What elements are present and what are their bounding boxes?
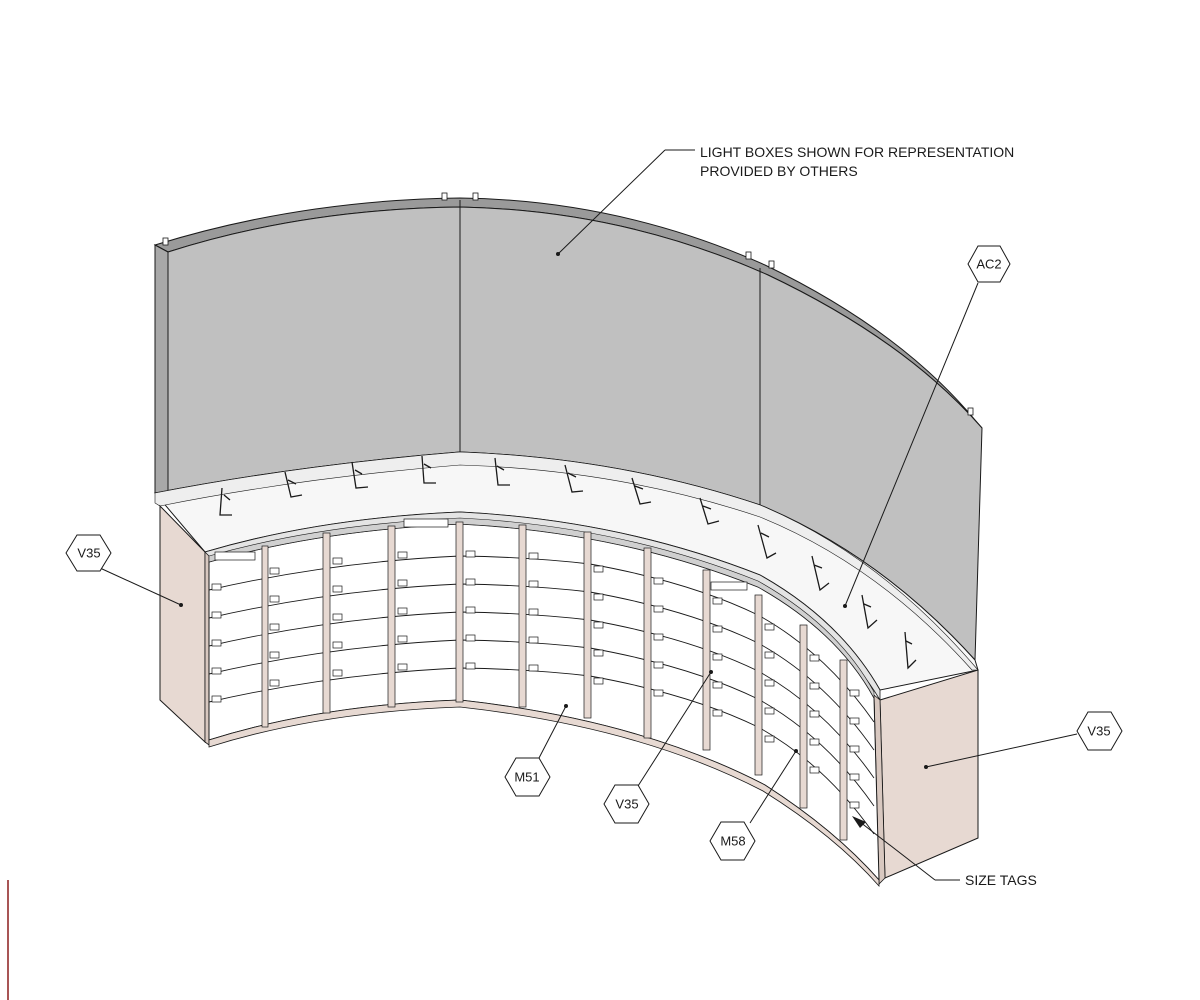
ac2-tag-hexagon	[967, 245, 1011, 283]
light-boxes-leader	[557, 149, 666, 255]
m51-leader	[538, 705, 567, 759]
countertop-back-edge	[154, 451, 979, 671]
size-tags-leader	[859, 821, 936, 881]
cubby-dividers	[261, 521, 848, 841]
v35-right-leader-dot	[924, 765, 928, 769]
divider	[702, 569, 711, 751]
m58-leader	[749, 750, 797, 824]
divider	[387, 525, 396, 708]
annotations: LIGHT BOXES SHOWN FOR REPRESENTATION PRO…	[65, 144, 1123, 888]
light-boxes-note-line1: LIGHT BOXES SHOWN FOR REPRESENTATION	[700, 144, 1014, 160]
coat-hooks	[219, 455, 917, 670]
hook-icon	[421, 455, 436, 484]
hook-icon	[861, 594, 878, 630]
m58-leader-dot	[794, 749, 798, 753]
size-tag-markers	[211, 550, 860, 809]
v35-right-leader	[925, 733, 1078, 768]
clip	[441, 192, 448, 201]
m51-leader-dot	[564, 704, 568, 708]
size-tags-note: SIZE TAGS	[965, 872, 1037, 888]
v35-right-tag-label: V35	[1087, 724, 1110, 739]
divider	[799, 624, 808, 809]
light-boxes-leader-dot	[556, 252, 560, 256]
ac2-leader-dot	[843, 604, 847, 608]
divider	[583, 531, 592, 719]
left-end-panel	[159, 504, 210, 746]
hook-icon	[757, 524, 777, 559]
hook-icon	[631, 477, 652, 505]
m51-tag-hexagon	[504, 757, 551, 797]
m58-tag-label: M58	[720, 834, 745, 849]
m51-tag-label: M51	[514, 770, 539, 785]
header-label-plates	[214, 518, 748, 591]
hook-icon	[564, 464, 584, 493]
divider	[322, 532, 331, 714]
v35-right-tag-hexagon	[1076, 711, 1123, 751]
clip	[472, 192, 479, 201]
m58-tag-hexagon	[709, 821, 756, 861]
right-end-panel-face	[879, 669, 979, 879]
cubby-shelving	[208, 517, 880, 888]
clip	[768, 260, 775, 269]
v35-left-leader-dot	[179, 603, 183, 607]
divider	[261, 545, 269, 728]
ac2-tag-label: AC2	[976, 257, 1001, 272]
hook-icon	[904, 631, 917, 670]
v35-center-leader-dot	[709, 670, 713, 674]
hook-icon	[284, 471, 303, 498]
v35-center-leader	[637, 671, 712, 787]
v35-left-leader	[99, 567, 182, 606]
divider	[754, 594, 763, 776]
divider	[518, 524, 527, 708]
hook-icon	[811, 555, 830, 592]
clip	[745, 251, 752, 260]
right-end-panel	[873, 669, 979, 885]
hook-icon	[699, 497, 720, 525]
light-boxes-note-line2: PROVIDED BY OTHERS	[700, 163, 858, 179]
divider	[455, 521, 464, 703]
v35-center-tag-label: V35	[615, 797, 638, 812]
light-box-left-edge	[154, 244, 169, 494]
divider	[839, 659, 848, 841]
clip	[967, 407, 974, 416]
size-tags-arrowhead	[852, 816, 866, 828]
hook-icon	[494, 457, 510, 486]
hook-icon	[219, 487, 232, 516]
shelves-left	[208, 555, 591, 703]
v35-left-tag-label: V35	[77, 546, 100, 561]
v35-left-tag-hexagon	[65, 534, 112, 572]
left-end-panel-front	[204, 551, 210, 746]
ac2-leader	[844, 282, 979, 607]
v35-center-tag-hexagon	[603, 784, 650, 824]
divider	[643, 547, 652, 739]
clip	[162, 237, 169, 246]
hook-icon	[351, 461, 369, 489]
